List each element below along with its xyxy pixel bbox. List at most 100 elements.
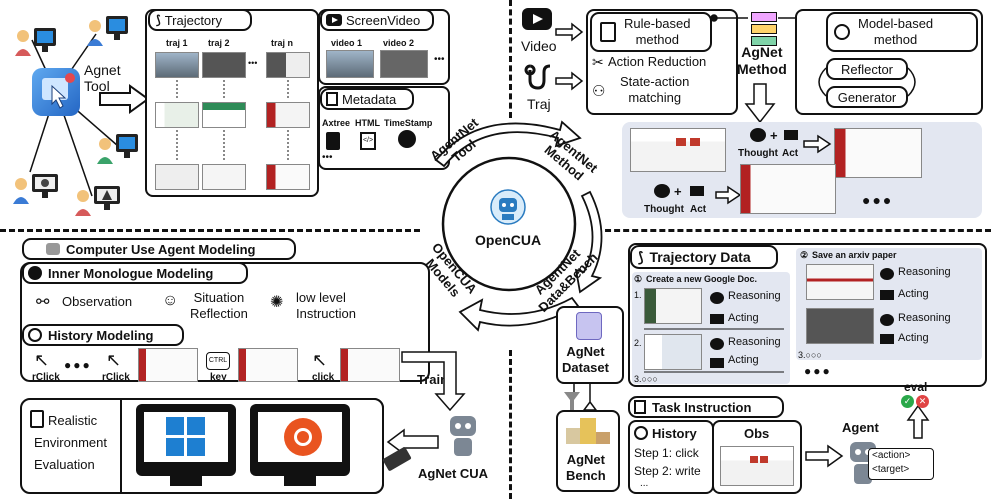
thinking-icon: ☺ [162,292,179,309]
video-thumbnail [326,50,374,78]
history-step: Step 1: click [634,446,699,460]
screenshot-thumbnail [266,164,310,190]
history-step: Step 2: write [634,464,701,478]
target-token: <target> [872,464,910,475]
acting-label: Acting [898,332,929,344]
video-thumbnail [380,50,428,78]
cursor-icon: ↖ [106,350,122,370]
thought-bubble-icon [880,314,894,326]
video-col-label: video 1 [331,38,363,48]
task-instruction-title: Task Instruction [628,396,784,418]
step-number: 3.○○○ [634,374,658,384]
screenvideo-title: ScreenVideo [320,9,434,31]
screenshot-thumbnail [266,102,310,128]
model-stack-icon [751,12,777,46]
scissors-icon: ✂ [592,54,604,70]
state-action-label: State-action matching [620,74,690,105]
inner-monologue-title: Inner Monologue Modeling [22,262,248,284]
ellipsis: ••• [248,58,258,68]
robot-icon [46,243,60,255]
ubuntu-monitor-icon [250,404,350,476]
screenshot-accent [690,138,700,146]
task-title: Save an arxiv paper [812,250,897,260]
eval-label: eval [904,380,928,394]
screenshot-thumbnail [630,128,726,172]
ellipsis: ... [640,478,649,489]
history-clock-icon [634,426,648,440]
keyboard-icon [784,130,798,140]
action-target-box [868,448,934,480]
database-icon [576,312,602,340]
observation-label: Observation [62,294,133,309]
action-label: click [312,372,335,383]
history-modeling-title: History Modeling [22,324,184,346]
reflector-box: Reflector [826,58,908,80]
thought-bubble-icon [654,184,670,198]
screenshot-thumbnail [834,128,922,178]
thought-label: Thought [644,204,684,215]
traj-label: Traj [527,96,551,112]
matching-icon: ⚇ [592,83,606,100]
traj-col-label: traj 1 [166,38,188,48]
cua-modeling-title: Computer Use Agent Modeling [22,238,296,260]
screenshot-thumbnail [644,288,702,324]
video-col-label: video 2 [383,38,415,48]
task-number: ② [800,250,809,260]
screenshot-thumbnail [202,164,246,190]
vertical-divider [509,350,512,499]
act-label: Act [690,204,707,215]
video-play-icon [326,14,342,26]
keyboard-key-icon: CTRL [206,352,230,370]
ellipsis: ●●● [64,358,92,372]
traj-col-label: traj 2 [208,38,230,48]
screenshot-thumbnail [238,348,298,382]
action-label: key [210,372,227,383]
step-number: 2. [634,338,642,348]
check-icon: ✓ [901,395,914,408]
thought-bubble-icon [710,292,724,304]
cross-icon: ✕ [916,395,929,408]
thought-bubble-icon [750,128,766,142]
obs-label: Obs [744,426,770,441]
screenshot-thumbnail [806,264,874,300]
acting-label: Acting [898,288,929,300]
metadata-icon [326,92,338,106]
ellipsis: ●●● [862,192,894,208]
agnet-tool-label: Agnet Tool [84,62,121,94]
metadata-item-label: Axtree [322,118,351,128]
history-clock-icon [28,328,42,342]
reasoning-label: Reasoning [898,266,951,278]
screenshot-thumbnail [740,164,836,214]
train-label: Train [417,372,449,387]
agnet-method-label: AgNet Method [737,44,787,77]
horizontal-divider [596,229,991,232]
screenshot-thumbnail [155,164,199,190]
user-apple-icon [12,170,62,211]
generator-box: Generator [826,86,908,108]
monitor-stand [170,476,202,486]
task-number: ① [634,274,643,284]
agent-label: Agent [842,420,879,435]
lightbulb-icon: ✺ [270,294,284,311]
acting-label: Acting [728,354,759,366]
checklist-icon [634,400,646,414]
ellipsis: ●●● [804,364,832,378]
screenshot-thumbnail [202,102,246,128]
brain-icon [28,266,42,280]
screenshot-thumbnail [806,308,874,344]
opencua-title: OpenCUA [475,232,542,248]
document-icon [326,132,340,150]
keyboard-icon [710,358,724,368]
cursor-icon: ↖ [312,350,328,370]
plus-sign: + [770,128,778,143]
screenshot-thumbnail [266,52,310,78]
trajectory-icon: ⟆ [638,248,644,265]
metadata-item-label: HTML [355,118,380,128]
user-windows-icon [96,130,140,171]
step-number: 3.○○○ [798,350,822,360]
keyboard-icon [880,290,894,300]
keyboard-icon [710,314,724,324]
